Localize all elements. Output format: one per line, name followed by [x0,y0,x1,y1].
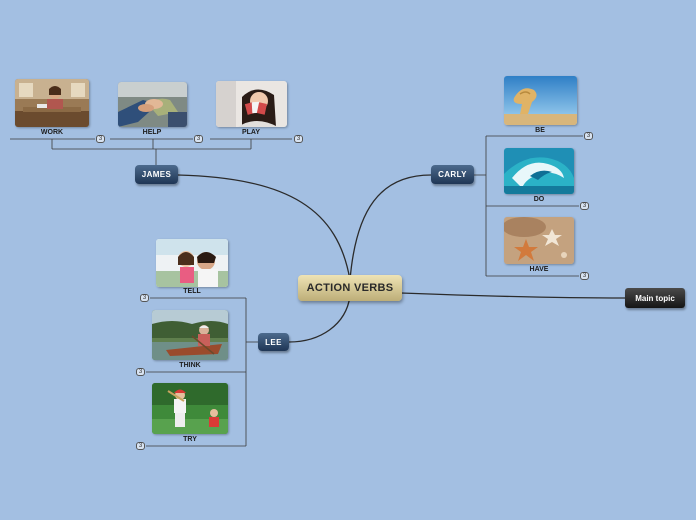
subtopic-label-work: WORK [40,129,64,136]
subtopic-count-badge-tell[interactable]: 3 [140,294,149,302]
starfish-sand-photo-icon[interactable] [504,217,574,264]
subtopic-label-do: DO [533,196,545,203]
man-canoe-photo-icon[interactable] [152,310,228,360]
central-topic[interactable]: ACTION VERBS [298,275,402,301]
subtopic-count-badge-be[interactable]: 3 [584,132,593,140]
subtopic-count-badge-do[interactable]: 3 [580,202,589,210]
connector-central-james [177,174,351,281]
subtopic-count-badge-work[interactable]: 3 [96,135,105,143]
girl-playing-cards-photo-icon[interactable] [216,81,287,127]
branch-carly[interactable]: CARLY [431,165,474,184]
subtopic-count-badge-have[interactable]: 3 [580,272,589,280]
connector-central-main-topic [400,292,626,299]
boy-baseball-photo-icon[interactable] [152,383,228,434]
subtopic-count-badge-try[interactable]: 3 [136,442,145,450]
subtopic-count-badge-think[interactable]: 3 [136,368,145,376]
subtopic-label-tell: TELL [183,288,201,295]
subtopic-label-play: PLAY [241,129,261,136]
floating-main-topic[interactable]: Main topic [625,288,685,308]
woman-working-desk-photo-icon[interactable] [15,79,89,127]
helping-hands-photo-icon[interactable] [118,82,187,127]
subtopic-label-be: BE [535,127,545,134]
ocean-wave-photo-icon[interactable] [504,148,574,194]
girl-whispering-photo-icon[interactable] [156,239,228,287]
branch-james[interactable]: JAMES [135,165,178,184]
branch-lee[interactable]: LEE [258,333,289,351]
subtopic-count-badge-play[interactable]: 3 [294,135,303,143]
subtopic-label-help: HELP [142,129,162,136]
connector-central-lee [288,295,351,343]
subtopic-label-have: HAVE [529,266,549,273]
subtopic-count-badge-help[interactable]: 3 [194,135,203,143]
subtopic-label-try: TRY [183,436,197,443]
rock-formation-photo-icon[interactable] [504,76,577,125]
subtopic-label-think: THINK [179,362,201,369]
connector-central-carly [349,174,432,281]
